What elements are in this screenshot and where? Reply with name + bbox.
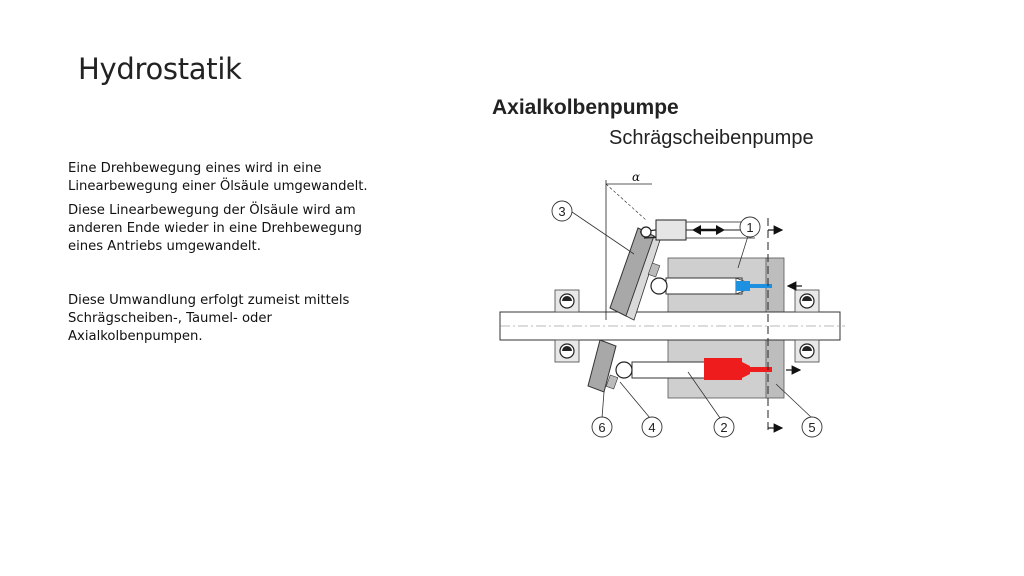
piston-ball-lower (615, 361, 633, 379)
callout-3: 3 (551, 200, 573, 222)
page-title: Hydrostatik (78, 52, 242, 86)
piston-ball-upper (650, 277, 668, 295)
figure-subtitle: Schrägscheibenpumpe (609, 127, 814, 149)
callout-2: 2 (713, 416, 735, 438)
svg-text:4: 4 (648, 420, 655, 435)
svg-text:3: 3 (558, 204, 565, 219)
lever-pivot (640, 226, 652, 238)
piston-upper (665, 277, 743, 295)
left-bearing-top (554, 289, 580, 313)
oil-column-blue (736, 281, 750, 291)
callout-6: 6 (591, 416, 613, 438)
piston-lower (631, 361, 709, 379)
angle-label: α (632, 172, 640, 184)
callout-1: 1 (739, 216, 761, 238)
stroke-adjust-arrow (692, 225, 725, 235)
callout-5: 5 (801, 416, 823, 438)
body-text: Eine Drehbewegung eines wird in eine Lin… (68, 160, 398, 352)
right-bearing-bottom (794, 339, 820, 363)
callout-4: 4 (641, 416, 663, 438)
right-bearing-top (794, 289, 820, 313)
paragraph-3: Diese Umwandlung erfolgt zumeist mittels… (68, 293, 350, 344)
svg-text:1: 1 (746, 220, 753, 235)
oil-column-red (704, 358, 742, 380)
svg-text:5: 5 (808, 420, 815, 435)
left-bearing-bottom (554, 339, 580, 363)
figure-title: Axialkolbenpumpe (492, 96, 679, 119)
paragraph-2: Diese Linearbewegung der Ölsäule wird am… (68, 203, 363, 254)
svg-text:6: 6 (598, 420, 605, 435)
paragraph-1: Eine Drehbewegung eines wird in eine Lin… (68, 161, 368, 194)
svg-text:2: 2 (720, 420, 727, 435)
axial-piston-pump-diagram: α 3 1 6 4 2 5 (499, 172, 845, 438)
